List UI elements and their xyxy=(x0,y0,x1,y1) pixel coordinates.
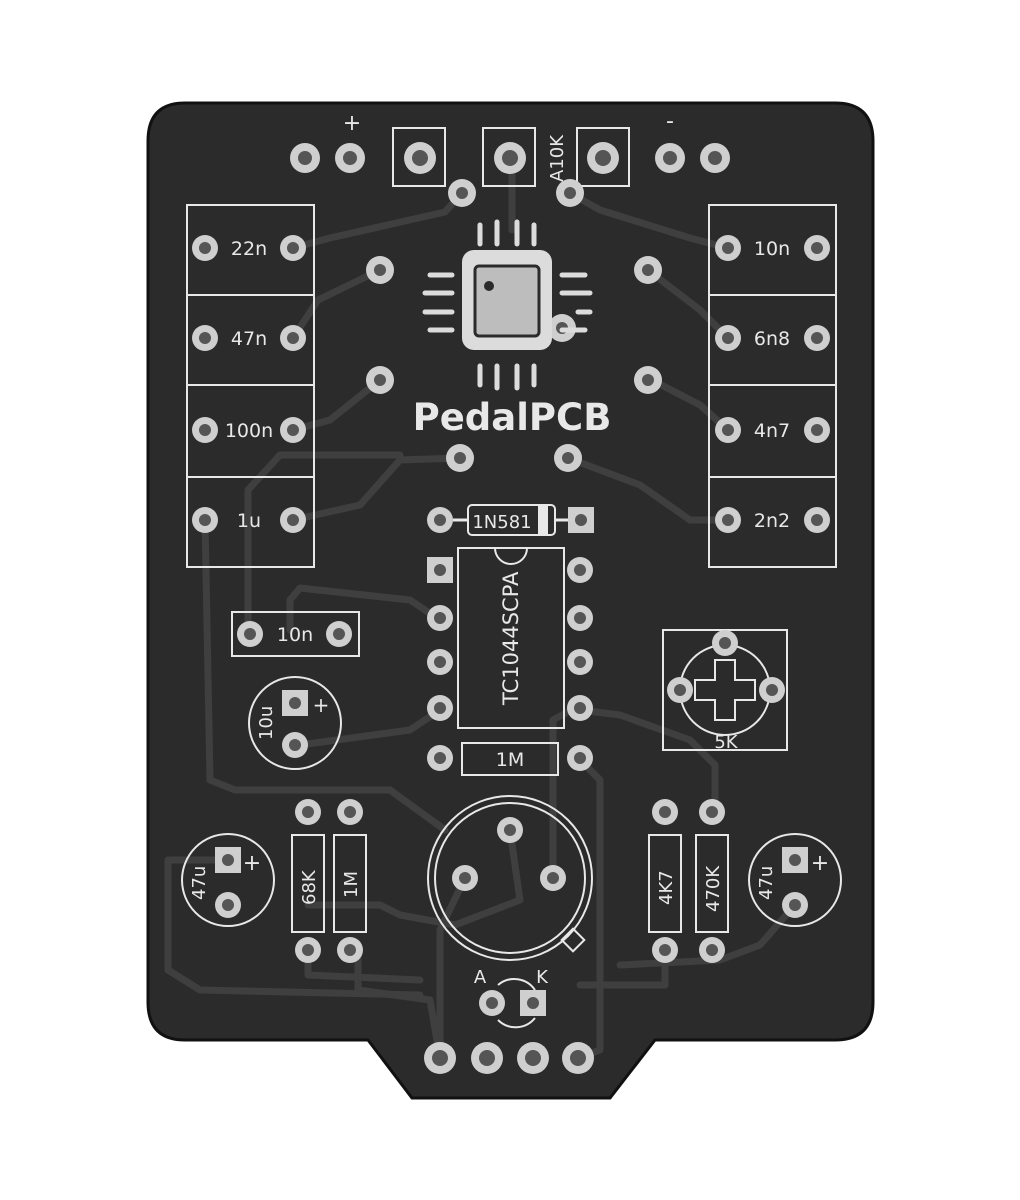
elec-cap-10u xyxy=(248,676,342,770)
pcb-outline xyxy=(146,101,875,1100)
resistor-1m-horizontal-label: 1M xyxy=(496,749,524,771)
led xyxy=(479,978,546,1029)
trimmer-label: 5K xyxy=(714,732,738,753)
elec-cap-10u-plus: + xyxy=(313,693,330,717)
cap-right-label: 6n8 xyxy=(754,328,790,350)
resistors-left xyxy=(291,799,367,963)
elec-cap-47u-right-plus: + xyxy=(811,851,829,876)
power-header xyxy=(290,143,730,173)
elec-cap-47u-right-label: 47u xyxy=(756,866,777,900)
pot-label: A10K xyxy=(547,134,568,182)
resistor-right-label: 4K7 xyxy=(656,870,677,905)
resistor-left-label: 1M xyxy=(341,871,362,898)
cap-left-label: 22n xyxy=(231,238,267,260)
cap-bank-right xyxy=(708,204,837,568)
power-minus-label: - xyxy=(666,109,674,134)
led-anode-label: A xyxy=(474,967,487,988)
cap-right-label: 10n xyxy=(754,238,790,260)
film-cap-label: 10n xyxy=(277,624,313,646)
resistors-right xyxy=(648,799,729,963)
elec-cap-47u-left-plus: + xyxy=(243,851,261,876)
diode-label: 1N581 xyxy=(472,512,531,533)
resistor-left-label: 68K xyxy=(299,869,320,905)
elec-cap-10u-label: 10u xyxy=(256,706,277,740)
resistor-right-label: 470K xyxy=(703,865,724,912)
rotary-switch-pads xyxy=(366,179,662,472)
bottom-header xyxy=(424,1042,594,1074)
elec-cap-47u-left-label: 47u xyxy=(189,866,210,900)
cap-right-label: 2n2 xyxy=(754,510,790,532)
pot-pads xyxy=(392,127,630,187)
cap-left-label: 47n xyxy=(231,328,267,350)
film-cap xyxy=(231,611,360,657)
cap-left-label: 1u xyxy=(237,510,261,532)
cap-bank-left xyxy=(186,204,315,568)
resistor-1m-horizontal xyxy=(427,742,593,776)
footswitch-circle xyxy=(427,795,593,961)
ic-dip8 xyxy=(427,547,593,729)
led-cathode-label: K xyxy=(536,967,549,988)
logo-text: PedalPCB xyxy=(413,396,612,439)
elec-cap-47u-left xyxy=(181,833,275,927)
power-plus-label: + xyxy=(343,111,361,136)
trimmer-pot xyxy=(662,629,788,751)
diode xyxy=(427,504,594,536)
pedalpcb-logo-icon xyxy=(422,219,593,391)
ic-label: TC1044SCPA xyxy=(499,571,523,706)
elec-cap-47u-right xyxy=(748,833,842,927)
cap-right-label: 4n7 xyxy=(754,420,790,442)
cap-left-label: 100n xyxy=(225,420,273,442)
